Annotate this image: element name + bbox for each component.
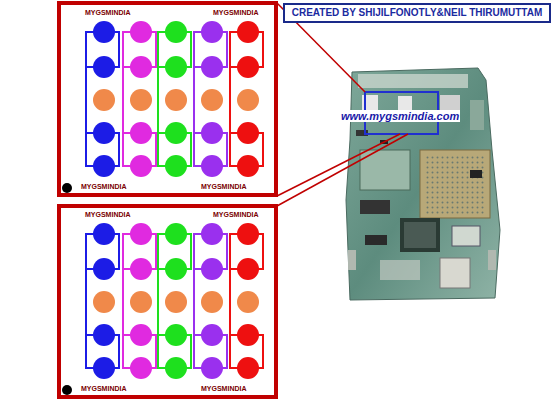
solder-pad xyxy=(165,291,187,313)
solder-pad xyxy=(130,21,152,43)
solder-pad xyxy=(237,258,259,280)
solder-pad xyxy=(130,357,152,379)
solder-pad xyxy=(130,291,152,313)
solder-pad xyxy=(201,21,223,43)
solder-pad xyxy=(130,56,152,78)
watermark: MYGSMINDIA xyxy=(212,9,260,16)
solder-pad xyxy=(93,324,115,346)
solder-pad xyxy=(165,357,187,379)
solder-pad xyxy=(201,291,223,313)
solder-pad xyxy=(130,122,152,144)
pin1-marker xyxy=(62,385,72,395)
solder-pad xyxy=(237,89,259,111)
solder-pad xyxy=(130,258,152,280)
watermark: MYGSMINDIA xyxy=(200,385,248,392)
solder-pad xyxy=(237,324,259,346)
solder-pad xyxy=(93,56,115,78)
solder-pad xyxy=(165,324,187,346)
solder-pad xyxy=(93,89,115,111)
solder-pad xyxy=(93,122,115,144)
solder-pad xyxy=(130,223,152,245)
solder-pad xyxy=(165,89,187,111)
solder-pad xyxy=(93,21,115,43)
watermark: MYGSMINDIA xyxy=(200,183,248,190)
solder-pad xyxy=(201,223,223,245)
solder-pad xyxy=(237,56,259,78)
solder-pad xyxy=(165,223,187,245)
solder-pad xyxy=(201,324,223,346)
solder-pad xyxy=(237,291,259,313)
zoom-frame xyxy=(59,3,276,195)
solder-pad xyxy=(165,258,187,280)
watermark: MYGSMINDIA xyxy=(80,385,128,392)
solder-pad xyxy=(130,324,152,346)
pad-grid xyxy=(86,21,263,379)
solder-pad xyxy=(130,89,152,111)
solder-pad xyxy=(237,122,259,144)
watermark: MYGSMINDIA xyxy=(84,9,132,16)
solder-pad xyxy=(237,223,259,245)
solder-pad xyxy=(201,122,223,144)
watermark: MYGSMINDIA xyxy=(84,211,132,218)
solder-pad xyxy=(201,56,223,78)
website-url: www.mygsmindia.com xyxy=(340,110,460,122)
solder-pad xyxy=(130,155,152,177)
zoom-frame xyxy=(59,206,276,397)
watermark: MYGSMINDIA xyxy=(212,211,260,218)
pin1-marker xyxy=(62,183,72,193)
solder-pad xyxy=(165,155,187,177)
solder-pad xyxy=(93,357,115,379)
solder-pad xyxy=(93,258,115,280)
solder-pad xyxy=(237,155,259,177)
solder-pad xyxy=(93,291,115,313)
solder-pad xyxy=(93,223,115,245)
title-banner: CREATED BY SHIJILFONOTLY&NEIL THIRUMUTTA… xyxy=(283,3,551,23)
watermark: MYGSMINDIA xyxy=(80,183,128,190)
solder-pad xyxy=(201,155,223,177)
pcb-photo xyxy=(346,68,500,300)
solder-pad xyxy=(165,122,187,144)
solder-pad xyxy=(201,258,223,280)
solder-pad xyxy=(237,357,259,379)
solder-pad xyxy=(237,21,259,43)
zoom-lines xyxy=(277,3,408,206)
solder-pad xyxy=(201,89,223,111)
solder-pad xyxy=(201,357,223,379)
solder-pad xyxy=(165,21,187,43)
solder-pad xyxy=(165,56,187,78)
solder-pad xyxy=(93,155,115,177)
